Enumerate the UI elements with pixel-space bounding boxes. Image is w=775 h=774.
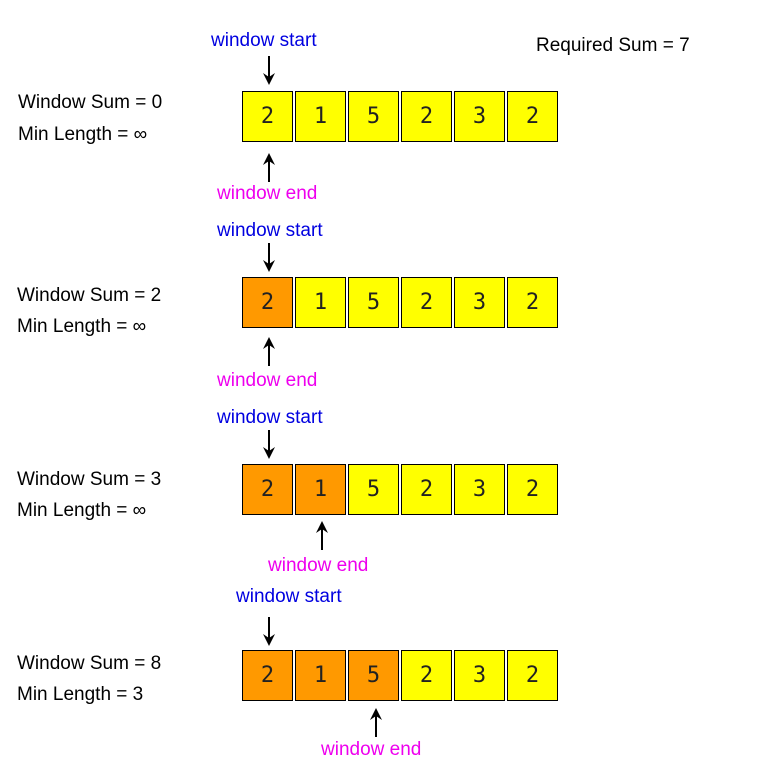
array-cell: 2 <box>507 464 558 515</box>
min-length-label: Min Length = ∞ <box>17 500 147 521</box>
array-cell: 2 <box>401 464 452 515</box>
array-cell: 1 <box>295 91 346 142</box>
array-cell: 2 <box>507 650 558 701</box>
array-cell: 1 <box>295 464 346 515</box>
window-start-label: window start <box>211 30 317 51</box>
array-cell: 2 <box>401 277 452 328</box>
array-cell: 5 <box>348 277 399 328</box>
window-sum-label: Window Sum = 2 <box>17 285 162 306</box>
window-start-label: window start <box>217 407 323 428</box>
down-arrow-icon <box>263 430 275 459</box>
min-length-label: Min Length = 3 <box>17 684 144 705</box>
window-sum-label: Window Sum = 3 <box>17 469 162 490</box>
window-start-label: window start <box>236 586 342 607</box>
required-sum-label: Required Sum = 7 <box>536 35 690 56</box>
array-cell: 2 <box>242 91 293 142</box>
array-cell: 3 <box>454 464 505 515</box>
array-cell: 2 <box>242 277 293 328</box>
window-sum-label: Window Sum = 8 <box>17 653 162 674</box>
array-cell: 5 <box>348 650 399 701</box>
up-arrow-icon <box>263 337 275 366</box>
min-length-label: Min Length = ∞ <box>18 124 148 145</box>
array-cell: 2 <box>401 650 452 701</box>
array-cell: 3 <box>454 650 505 701</box>
window-end-label: window end <box>217 183 318 204</box>
down-arrow-icon <box>263 617 275 646</box>
array-cell: 2 <box>401 91 452 142</box>
up-arrow-icon <box>316 521 328 550</box>
window-end-label: window end <box>217 370 318 391</box>
down-arrow-icon <box>263 56 275 85</box>
window-sum-label: Window Sum = 0 <box>18 92 163 113</box>
window-start-label: window start <box>217 220 323 241</box>
array-cell: 1 <box>295 650 346 701</box>
min-length-label: Min Length = ∞ <box>17 316 147 337</box>
up-arrow-icon <box>263 153 275 182</box>
array-cell: 5 <box>348 91 399 142</box>
array-cell: 2 <box>242 464 293 515</box>
array-cell: 3 <box>454 91 505 142</box>
array-cell: 5 <box>348 464 399 515</box>
array-cell: 3 <box>454 277 505 328</box>
down-arrow-icon <box>263 243 275 272</box>
window-end-label: window end <box>321 739 422 760</box>
up-arrow-icon <box>370 708 382 737</box>
array-cell: 2 <box>242 650 293 701</box>
array-cell: 2 <box>507 277 558 328</box>
window-end-label: window end <box>268 555 369 576</box>
array-cell: 1 <box>295 277 346 328</box>
array-cell: 2 <box>507 91 558 142</box>
